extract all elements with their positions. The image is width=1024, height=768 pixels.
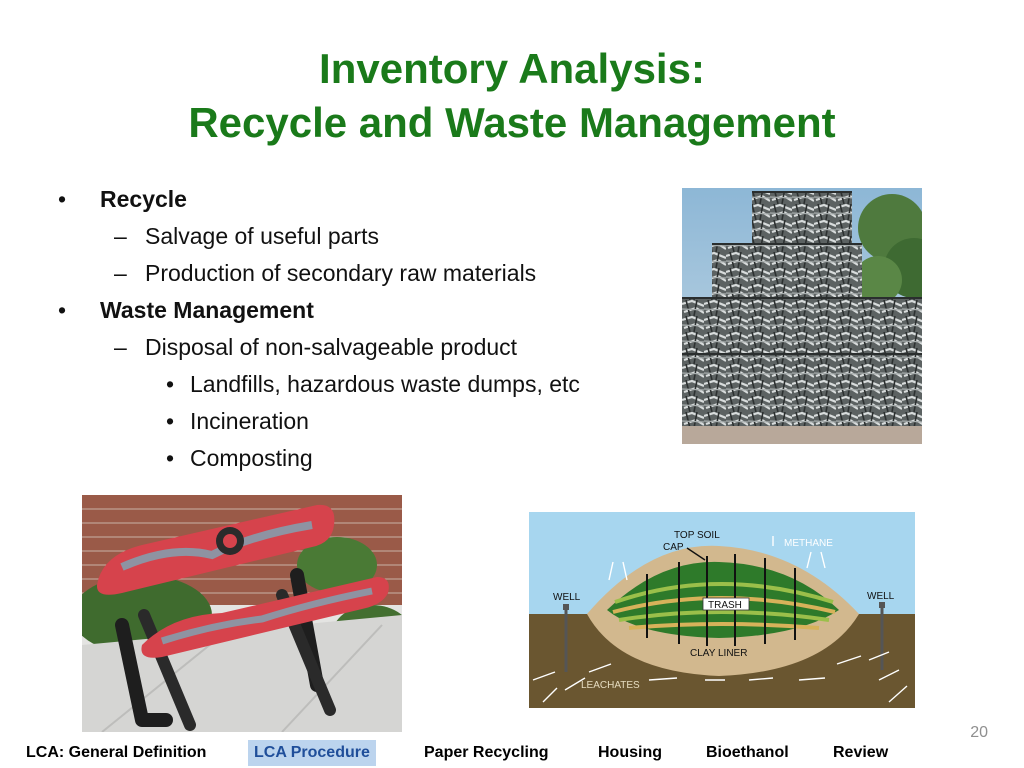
nav-link-review[interactable]: Review <box>833 744 889 761</box>
bottom-navigation: LCA: General Definition LCA Procedure Pa… <box>0 740 1024 768</box>
diagram-label-clay-liner: CLAY LINER <box>690 648 747 659</box>
nav-link-housing[interactable]: Housing <box>598 744 662 761</box>
slide-title: Inventory Analysis: Recycle and Waste Ma… <box>0 42 1024 150</box>
bullet-text: Incineration <box>190 408 309 434</box>
landfill-diagram: TOP SOIL CAP METHANE WELL WELL TRASH CLA… <box>529 512 915 708</box>
page-number: 20 <box>970 724 988 741</box>
bullet-item: – Disposal of non-salvageable product <box>114 332 517 362</box>
bullet-text: Production of secondary raw materials <box>145 260 537 286</box>
bullet-marker: – <box>114 334 127 360</box>
bullet-marker: • <box>166 371 175 397</box>
diagram-label-trash: TRASH <box>708 600 742 611</box>
nav-link-paper-recycling[interactable]: Paper Recycling <box>424 744 549 761</box>
bullet-item: • Incineration <box>166 406 309 436</box>
bullet-text: Landfills, hazardous waste dumps, etc <box>190 371 580 397</box>
bullet-text: Disposal of non-salvageable product <box>145 334 518 360</box>
bullet-marker: • <box>166 445 175 471</box>
bullet-marker: – <box>114 223 127 249</box>
bullet-marker: – <box>114 260 127 286</box>
diagram-label-top-soil: TOP SOIL <box>674 530 720 541</box>
bullet-item: • Recycle <box>58 184 187 214</box>
bullet-text: Waste Management <box>100 297 314 323</box>
snowboard-bench-photo <box>82 495 402 732</box>
bullet-item: • Waste Management <box>58 295 314 325</box>
diagram-label-leachates: LEACHATES <box>581 680 640 691</box>
bullet-text: Salvage of useful parts <box>145 223 379 249</box>
bullet-marker: • <box>58 186 67 212</box>
diagram-label-well-left: WELL <box>553 592 581 603</box>
bullet-text: Composting <box>190 445 313 471</box>
nav-link-lca-general-definition[interactable]: LCA: General Definition <box>26 744 207 761</box>
diagram-label-well-right: WELL <box>867 591 895 602</box>
nav-link-bioethanol[interactable]: Bioethanol <box>706 744 789 761</box>
bullet-marker: • <box>58 297 67 323</box>
scrap-metal-bales-photo <box>682 188 922 444</box>
diagram-label-cap: CAP <box>663 542 684 553</box>
slide-title-line-1: Inventory Analysis: <box>319 45 705 92</box>
nav-link-lca-procedure[interactable]: LCA Procedure <box>248 740 376 766</box>
bullet-marker: • <box>166 408 175 434</box>
bullet-text: Recycle <box>100 186 187 212</box>
bullet-item: – Salvage of useful parts <box>114 221 379 251</box>
slide-title-line-2: Recycle and Waste Management <box>188 99 836 146</box>
bullet-item: • Composting <box>166 443 313 473</box>
bullet-item: – Production of secondary raw materials <box>114 258 536 288</box>
diagram-label-methane: METHANE <box>784 538 833 549</box>
bullet-item: • Landfills, hazardous waste dumps, etc <box>166 369 580 399</box>
